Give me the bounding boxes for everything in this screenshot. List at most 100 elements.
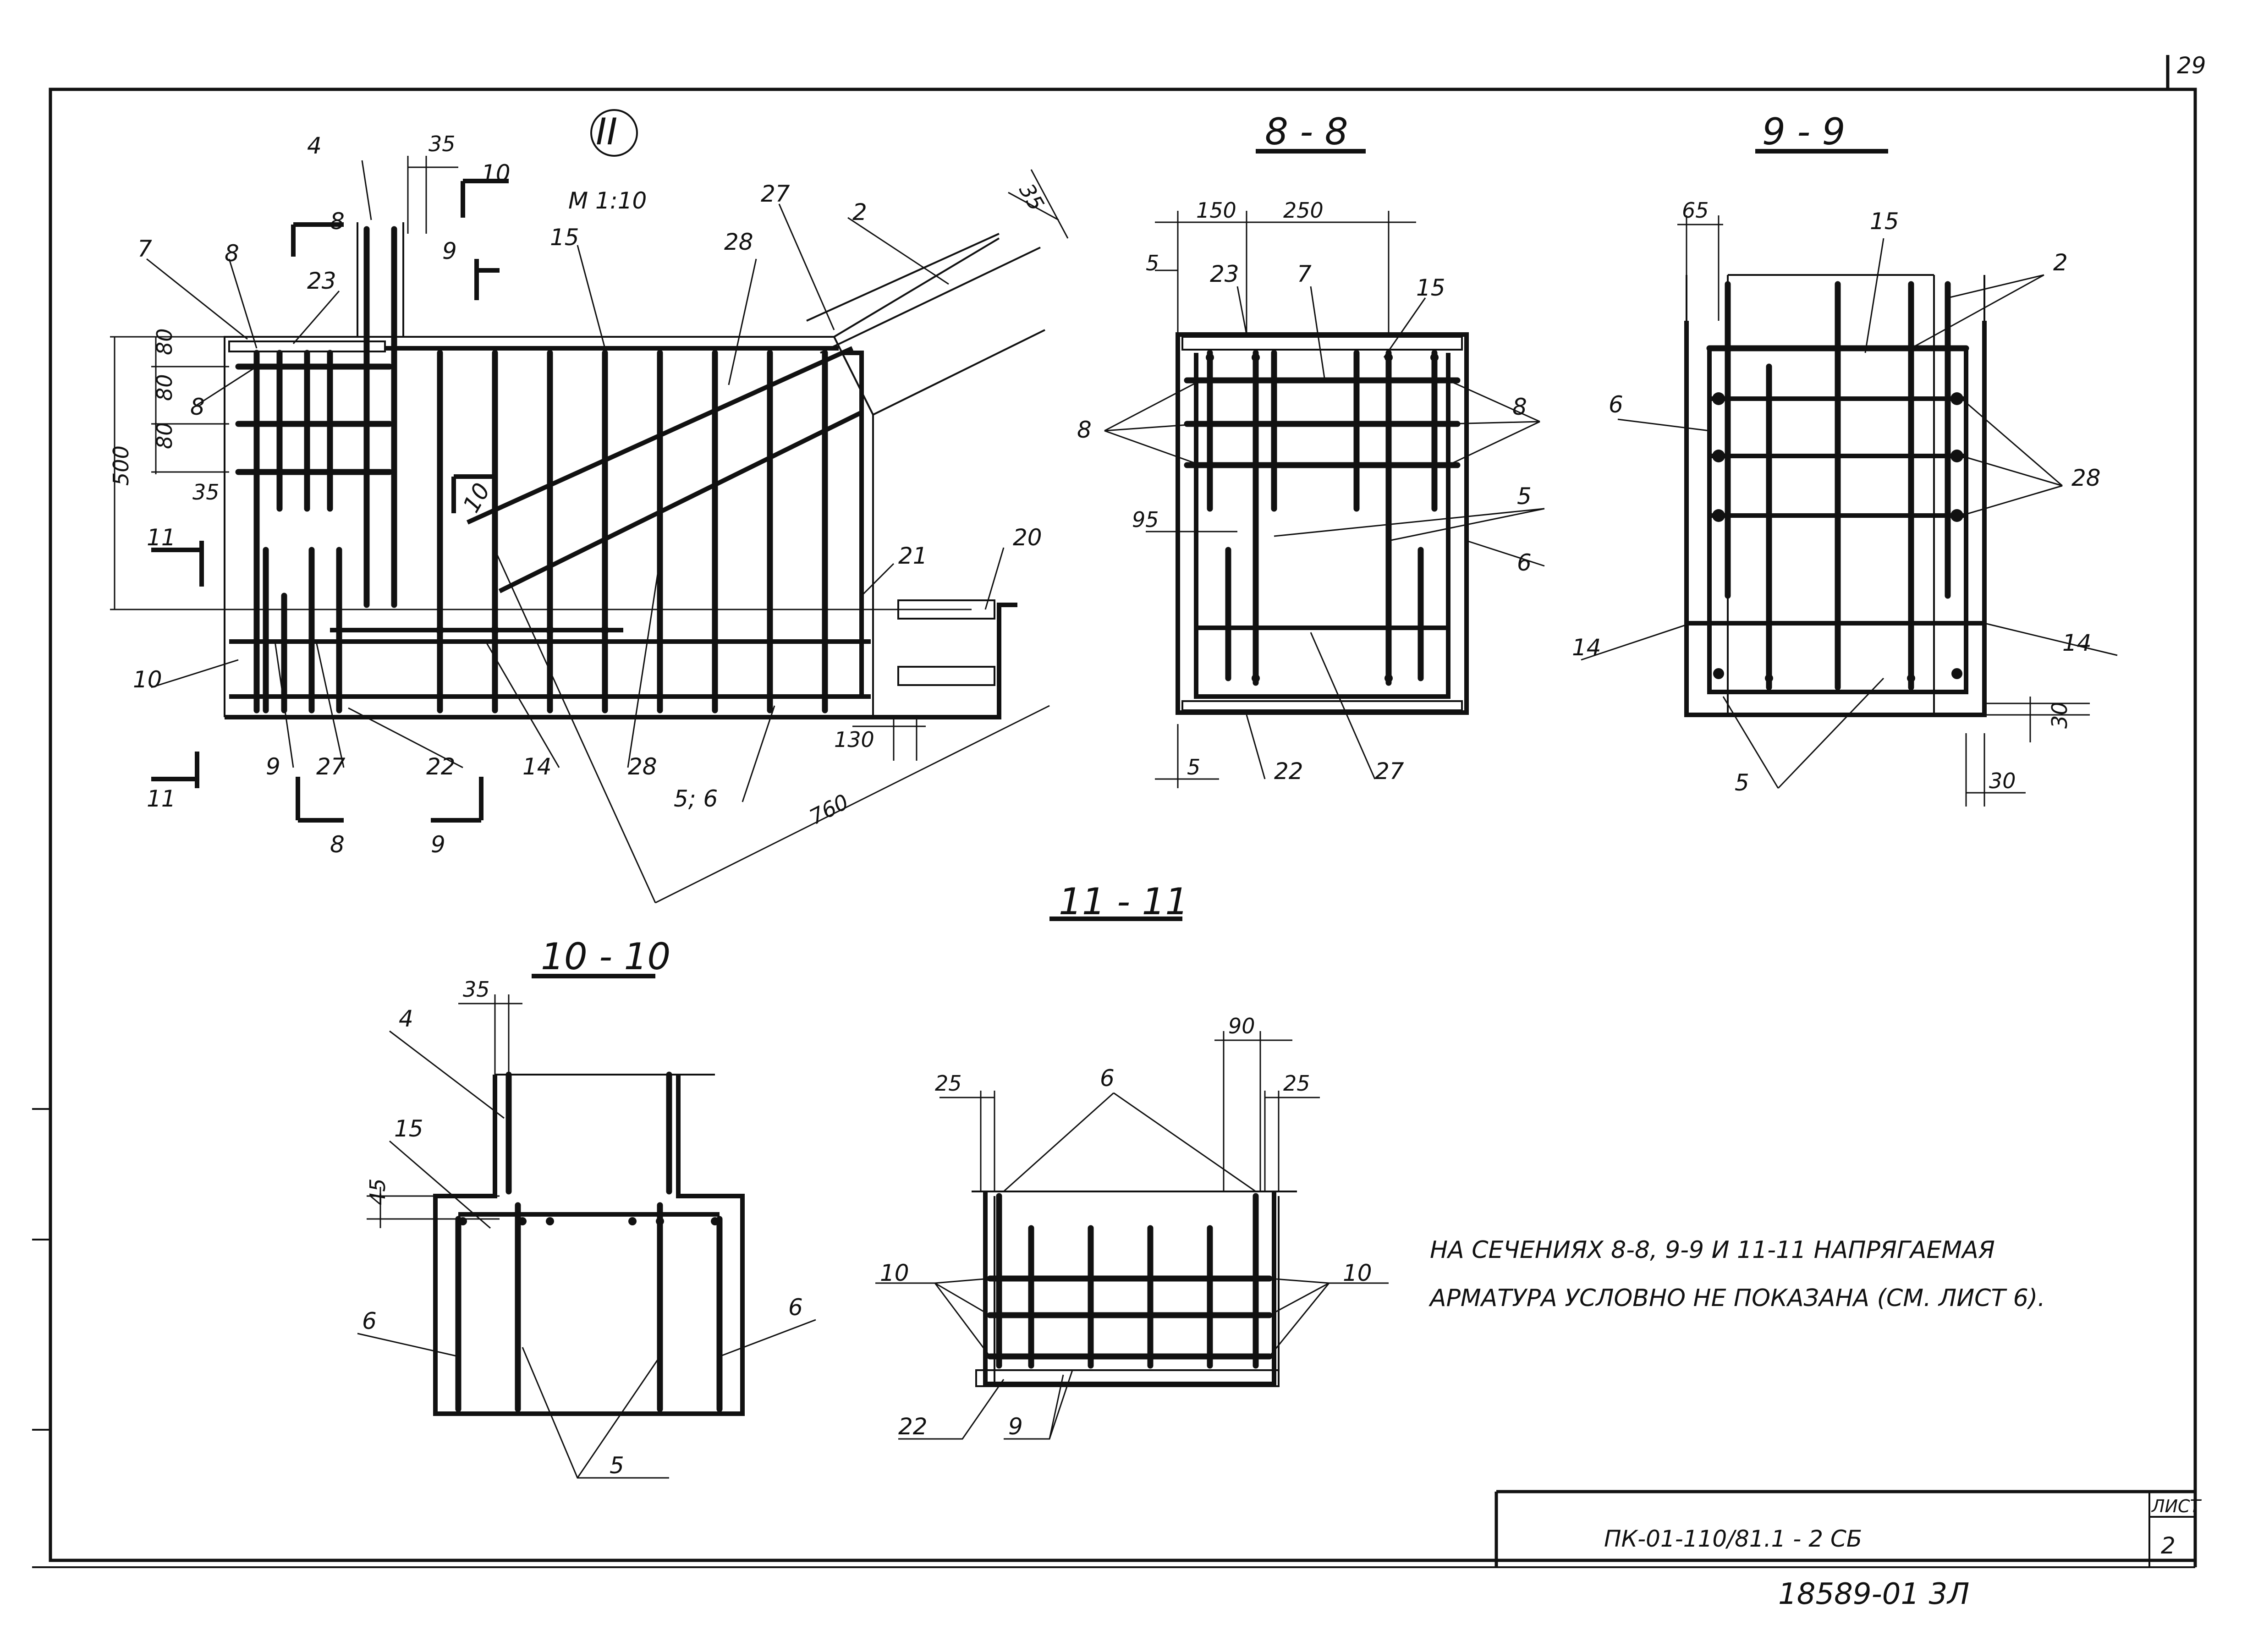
s8-dim-5-top: 5 xyxy=(1146,251,1159,275)
s9-label-14-right: 14 xyxy=(2062,630,2092,656)
section-11-11 xyxy=(875,1031,1389,1440)
s11-label-22: 22 xyxy=(898,1413,928,1440)
section-mark-9-bottom: 9 xyxy=(431,831,445,858)
section-mark-9-top: 9 xyxy=(442,238,457,264)
s9-dim-30-vertical: 30 xyxy=(2047,702,2072,729)
s9-label-2: 2 xyxy=(2053,249,2068,276)
s8-label-8-left: 8 xyxy=(1077,417,1092,443)
dim-80-b: 80 xyxy=(152,374,177,401)
section-10-10-labels: 10 - 10 35 45 4 15 6 6 5 xyxy=(362,935,803,1479)
sheet-label: ЛИСТ xyxy=(2151,1496,2202,1516)
s8-dim-250: 250 xyxy=(1283,198,1324,223)
section-8-8-labels: 8 - 8 150 250 5 95 5 23 7 15 8 8 5 6 22 … xyxy=(1077,110,1532,785)
label-7: 7 xyxy=(137,236,152,262)
s10-label-6-right: 6 xyxy=(788,1294,803,1321)
section-mark-11-bottom: 11 xyxy=(147,785,176,812)
label-27-bottom: 27 xyxy=(316,753,346,780)
section-mark-8-bottom: 8 xyxy=(330,831,345,858)
s8-dim-150: 150 xyxy=(1196,198,1236,223)
s11-dim-90: 90 xyxy=(1228,1014,1255,1038)
label-8-left: 8 xyxy=(190,394,205,420)
s11-label-6: 6 xyxy=(1100,1065,1115,1092)
section-11-11-title-group: 11 - 11 xyxy=(1049,880,1188,923)
label-20: 20 xyxy=(1013,524,1042,551)
s8-dim-95: 95 xyxy=(1132,507,1159,532)
section-9-title: 9 - 9 xyxy=(1762,110,1846,153)
label-15: 15 xyxy=(550,224,579,251)
section-mark-10-top: 10 xyxy=(481,160,511,187)
archive-number: 18589-01 3Л xyxy=(1778,1577,1969,1611)
s8-label-8-right: 8 xyxy=(1512,394,1527,420)
dim-35-diagonal: 35 xyxy=(1014,179,1049,215)
section-9-9 xyxy=(1581,149,2118,807)
label-23: 23 xyxy=(307,268,336,294)
label-2: 2 xyxy=(852,199,867,225)
detail-circle xyxy=(590,109,638,157)
section-10-10 xyxy=(357,974,816,1479)
dim-35-top: 35 xyxy=(429,132,456,156)
section-11-11-labels: 90 25 25 6 10 10 22 9 xyxy=(880,1014,1372,1440)
main-elevation-view xyxy=(110,156,1069,904)
s8-label-6: 6 xyxy=(1517,549,1532,576)
label-9: 9 xyxy=(266,753,280,780)
s11-label-9: 9 xyxy=(1008,1413,1023,1440)
dim-35-left: 35 xyxy=(192,480,220,505)
section-11-title: 11 - 11 xyxy=(1059,880,1188,923)
general-note: НА СЕЧЕНИЯХ 8-8, 9-9 И 11-11 НАПРЯГАЕМАЯ… xyxy=(1428,1236,2045,1312)
label-4: 4 xyxy=(307,132,322,159)
s10-label-4: 4 xyxy=(399,1005,413,1032)
s10-dim-45: 45 xyxy=(365,1178,390,1205)
section-mark-8-top: 8 xyxy=(330,208,345,235)
s10-label-15: 15 xyxy=(394,1115,423,1142)
s9-label-5: 5 xyxy=(1735,769,1749,796)
label-10: 10 xyxy=(133,666,162,693)
s10-dim-35: 35 xyxy=(463,977,490,1002)
dim-500: 500 xyxy=(109,445,133,486)
note-line-2: АРМАТУРА УСЛОВНО НЕ ПОКАЗАНА (СМ. ЛИСТ 6… xyxy=(1428,1284,2045,1312)
section-8-8 xyxy=(1104,149,1545,788)
title-block: ПК-01-110/81.1 - 2 СБ ЛИСТ 2 18589-01 3Л xyxy=(1494,1490,2202,1611)
label-27-top: 27 xyxy=(761,181,790,207)
dim-80-a: 80 xyxy=(152,328,177,355)
s11-dim-25-right: 25 xyxy=(1283,1071,1310,1096)
dim-130: 130 xyxy=(834,727,874,752)
s8-label-27: 27 xyxy=(1375,758,1404,785)
dim-80-c: 80 xyxy=(152,422,177,449)
s9-label-6: 6 xyxy=(1609,391,1623,418)
s8-label-5: 5 xyxy=(1517,483,1532,510)
main-view-labels: II М 1:10 4 7 8 8 23 15 27 28 2 21 20 10… xyxy=(109,109,1049,858)
s10-label-6-left: 6 xyxy=(362,1308,377,1334)
s8-label-23: 23 xyxy=(1210,261,1239,287)
section-9-9-labels: 9 - 9 65 30 30 15 2 6 28 14 14 5 xyxy=(1572,110,2101,796)
s8-dim-5-bottom: 5 xyxy=(1187,755,1200,779)
corner-sheet-number: 29 xyxy=(2177,52,2206,79)
label-8: 8 xyxy=(225,240,239,267)
document-code: ПК-01-110/81.1 - 2 СБ xyxy=(1604,1526,1862,1552)
s9-label-28: 28 xyxy=(2071,465,2101,491)
s9-dim-30-horizontal: 30 xyxy=(1989,768,2016,793)
s10-label-5: 5 xyxy=(610,1452,624,1479)
s8-label-7: 7 xyxy=(1297,261,1312,287)
label-21: 21 xyxy=(898,543,928,569)
section-mark-11-left: 11 xyxy=(147,524,176,551)
label-14: 14 xyxy=(522,753,552,780)
s8-label-15: 15 xyxy=(1416,274,1445,301)
label-22: 22 xyxy=(426,753,456,780)
s8-label-22: 22 xyxy=(1274,758,1303,785)
section-10-title: 10 - 10 xyxy=(541,935,670,978)
s11-dim-25-left: 25 xyxy=(935,1071,962,1096)
s9-label-14-left: 14 xyxy=(1572,634,1601,661)
label-5-6: 5; 6 xyxy=(674,785,718,812)
detail-circle-label: II xyxy=(596,110,617,153)
s11-label-10-left: 10 xyxy=(880,1260,909,1286)
scale-label: М 1:10 xyxy=(568,187,647,214)
s11-label-10-right: 10 xyxy=(1343,1260,1372,1286)
s9-label-15: 15 xyxy=(1870,208,1899,235)
section-8-title: 8 - 8 xyxy=(1265,110,1348,153)
note-line-1: НА СЕЧЕНИЯХ 8-8, 9-9 И 11-11 НАПРЯГАЕМАЯ xyxy=(1430,1236,1995,1264)
label-28-top: 28 xyxy=(724,229,753,255)
sheet-number: 2 xyxy=(2161,1532,2176,1559)
s9-dim-65: 65 xyxy=(1682,198,1709,223)
label-28-bottom: 28 xyxy=(628,753,657,780)
